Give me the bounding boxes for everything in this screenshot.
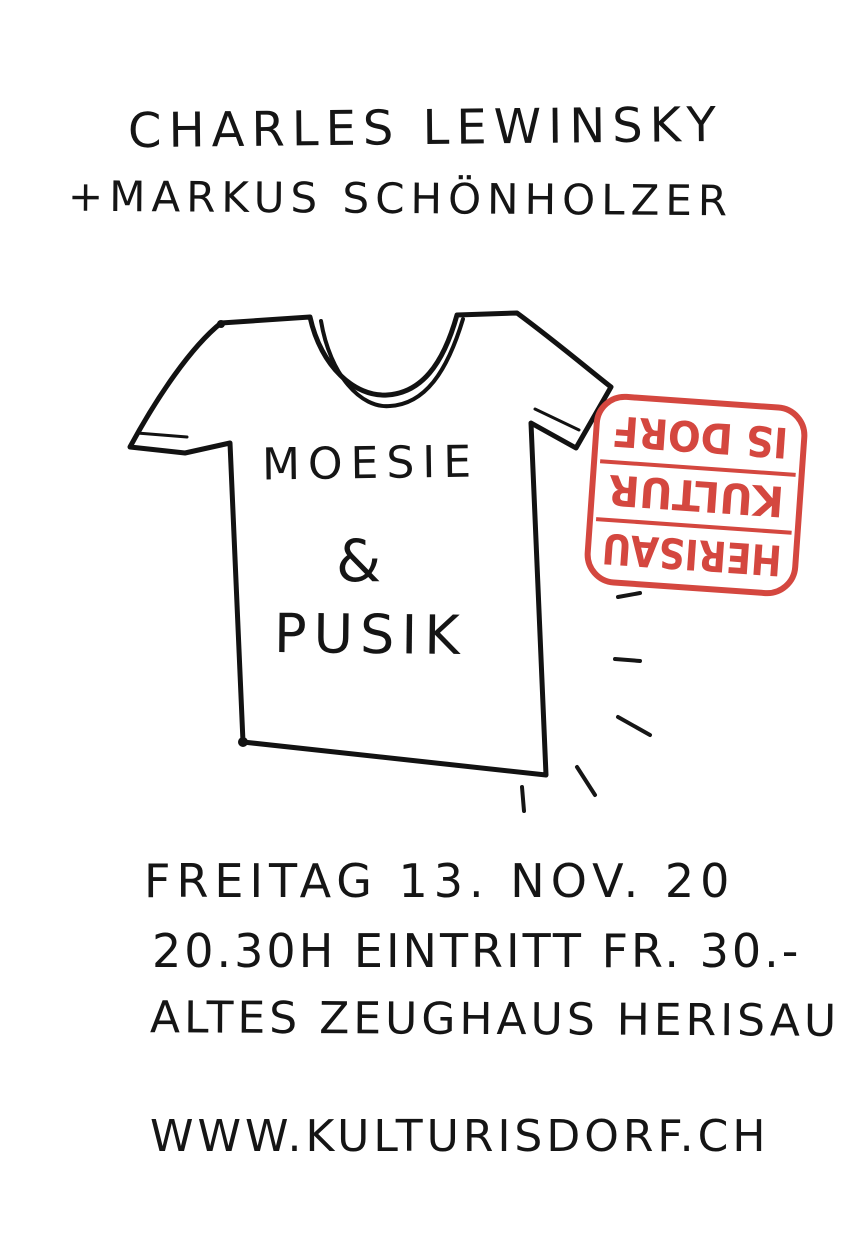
stamp-line-is-dorf: IS DORF	[611, 406, 790, 467]
performer-name-1: Charles Lewinsky	[127, 96, 724, 160]
website-link[interactable]: WWW.KULTURISDORF.CH	[150, 1111, 770, 1162]
tshirt-illustration	[127, 310, 614, 778]
performer-name-2: +Markus Schönholzer	[67, 171, 734, 226]
shirt-text-pusik: PUSIK	[273, 601, 468, 668]
event-time-price: 20.30h EINTRITT FR. 30.-	[152, 924, 802, 978]
event-venue: ALTES ZEUGHAUS HERISAU	[149, 992, 841, 1047]
kultur-is-dorf-stamp: HERISAU KULTUR IS DORF	[584, 393, 808, 597]
stamp-line-kultur: KULTUR	[606, 465, 785, 526]
radiating-lines-decoration	[520, 591, 652, 813]
shirt-text-ampersand: &	[336, 527, 382, 595]
event-date: FREITAG 13. NOV. 20	[144, 854, 736, 908]
shirt-text-moesie: MOESIE	[261, 436, 480, 491]
